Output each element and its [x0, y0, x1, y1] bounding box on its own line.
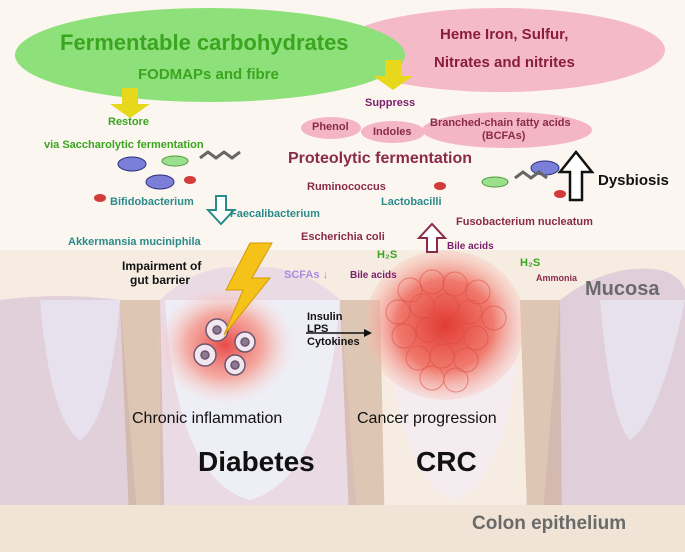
- ruminococcus-label: Ruminococcus: [307, 181, 386, 193]
- fermentable-title: Fermentable carbohydrates: [60, 30, 349, 56]
- ammonia-label: Ammonia: [536, 273, 577, 283]
- impairment-line2: gut barrier: [130, 273, 190, 287]
- indoles-label: Indoles: [373, 126, 412, 138]
- scfas-label: SCFAs ↓: [284, 269, 328, 281]
- dysbiosis-label: Dysbiosis: [598, 172, 669, 189]
- bile-acids-right: Bile acids: [447, 241, 494, 252]
- bifidobacterium-label: Bifidobacterium: [110, 196, 194, 208]
- cancer-progression-label: Cancer progression: [357, 410, 497, 428]
- cytokines-label: Cytokines: [307, 336, 360, 348]
- fermentable-subtitle: FODMAPs and fibre: [138, 66, 279, 83]
- phenol-label: Phenol: [312, 121, 349, 133]
- heme-line2: Nitrates and nitrites: [434, 54, 575, 71]
- h2s-left: H₂S: [377, 249, 397, 261]
- lps-label: LPS: [307, 323, 328, 335]
- diabetes-label: Diabetes: [198, 446, 315, 478]
- colon-tissue: [0, 250, 685, 552]
- heme-line1: Heme Iron, Sulfur,: [440, 26, 568, 43]
- lactobacilli-label: Lactobacilli: [381, 196, 442, 208]
- mucosa-label: Mucosa: [585, 278, 659, 301]
- inflammation-zone: [155, 285, 295, 405]
- bcfa-label-2: (BCFAs): [482, 130, 525, 142]
- fusobacterium-label: Fusobacterium nucleatum: [456, 216, 593, 228]
- akkermansia-label: Akkermansia muciniphila: [68, 236, 201, 248]
- crc-label: CRC: [416, 446, 477, 478]
- saccharolytic-label: via Saccharolytic fermentation: [44, 139, 204, 151]
- ecoli-label: Escherichia coli: [301, 231, 385, 243]
- bcfa-label-1: Branched-chain fatty acids: [430, 117, 571, 129]
- increase-arrow: [419, 224, 445, 252]
- proteolytic-label: Proteolytic fermentation: [288, 150, 472, 168]
- suppress-label: Suppress: [365, 97, 415, 109]
- insulin-label: Insulin: [307, 311, 342, 323]
- bile-acids-left: Bile acids: [350, 270, 397, 281]
- restore-label: Restore: [108, 116, 149, 128]
- h2s-right: H₂S: [520, 257, 540, 269]
- faecalibacterium-label: Faecalibacterium: [230, 208, 320, 220]
- chronic-inflammation-label: Chronic inflammation: [132, 410, 282, 428]
- impairment-line1: Impairment of: [122, 259, 201, 273]
- colon-epithelium-label: Colon epithelium: [472, 513, 626, 535]
